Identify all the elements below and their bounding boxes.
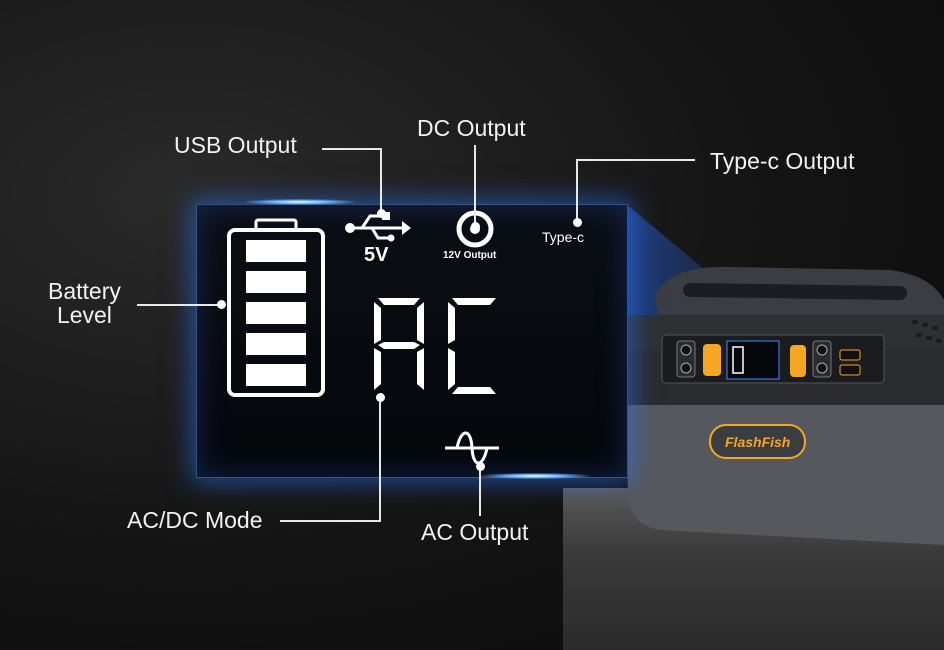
typec-callout-dot — [573, 218, 582, 227]
typec-text: Type-c — [542, 229, 585, 245]
dc-callout-dot — [471, 222, 480, 231]
dc-output-label: DC Output — [417, 115, 526, 141]
battery-callout-dot — [217, 300, 226, 309]
ac-output-callout-dot — [476, 462, 485, 471]
acdc-mode-label: AC/DC Mode — [127, 507, 263, 533]
panel-glow-top — [245, 199, 355, 205]
typec-callout-line — [577, 159, 695, 161]
battery-bar — [246, 364, 306, 386]
acdc-callout-line-v — [379, 397, 381, 522]
usb-callout-line — [322, 148, 381, 150]
usb-voltage-text: 5V — [364, 244, 389, 266]
battery-bar — [246, 271, 306, 293]
panel-glow-bottom — [480, 473, 590, 479]
dc-callout-line — [474, 145, 476, 225]
typec-callout-line-v — [576, 159, 578, 221]
battery-callout-line — [137, 304, 221, 306]
battery-level-label-line1: Battery — [48, 278, 121, 304]
acdc-callout-dot — [376, 393, 385, 402]
battery-bar — [246, 302, 306, 324]
usb-callout-line-v — [380, 148, 382, 213]
ac-output-label: AC Output — [421, 519, 529, 545]
battery-icon — [227, 218, 325, 397]
acdc-callout-line — [280, 520, 380, 522]
usb-callout-dot — [377, 209, 386, 218]
usb-output-label: USB Output — [174, 132, 297, 158]
battery-bar — [246, 333, 306, 355]
ac-sine-icon — [445, 431, 499, 465]
power-station: FlashFish — [625, 266, 944, 545]
typec-output-label: Type-c Output — [710, 148, 855, 174]
brand-logo-text: FlashFish — [725, 434, 790, 450]
battery-level-label: Battery Level — [48, 279, 121, 327]
battery-bar — [246, 240, 306, 262]
mode-display-ac — [374, 298, 496, 394]
dc-output-text: 12V Output — [443, 250, 497, 261]
ac-output-callout-line — [479, 466, 481, 516]
battery-level-label-line2: Level — [56, 302, 112, 329]
